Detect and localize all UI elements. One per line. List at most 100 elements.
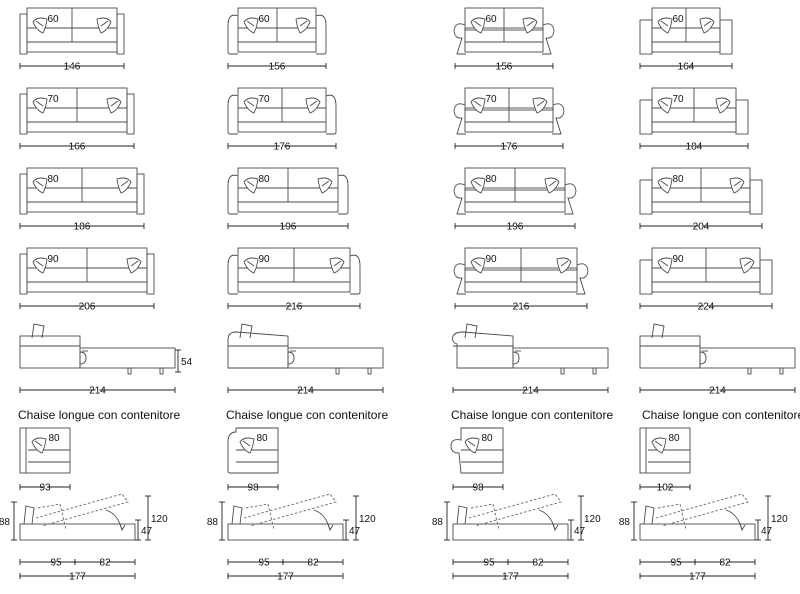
cushion-icon [239, 437, 255, 454]
height-closed-dim: 88 [432, 517, 444, 528]
height-closed-dim: 88 [0, 517, 10, 528]
sofa-row-3: 80 186 [19, 167, 145, 233]
chaise-caption-2: Chaise longue con contenitore [226, 408, 389, 422]
sofa-row-2: 70 176 [453, 87, 565, 153]
cushion-icon [657, 257, 673, 274]
width-dim: 164 [678, 62, 695, 73]
chaise-width-dim: 98 [247, 483, 259, 494]
bed-length-dim: 214 [709, 386, 726, 397]
total-depth-dim: 177 [502, 572, 519, 583]
bed-length-dim: 214 [89, 386, 106, 397]
seat-label: 80 [47, 174, 59, 185]
seat-label: 70 [47, 94, 59, 105]
cushion-icon [556, 257, 572, 274]
width-dim: 166 [69, 142, 86, 153]
cushion-icon [317, 177, 333, 194]
cushion-icon [243, 177, 259, 194]
sofa-bed-side-view: 214 [227, 323, 384, 397]
cushion-icon [470, 257, 486, 274]
total-depth-dim: 177 [277, 572, 294, 583]
width-dim: 196 [280, 222, 297, 233]
seat-label: 60 [258, 14, 270, 25]
cushion-icon [106, 97, 122, 114]
seat-depth-dim: 95 [258, 558, 270, 569]
cushion-icon [126, 257, 142, 274]
width-dim: 156 [269, 62, 286, 73]
sofa-row-1: 60 156 [227, 7, 327, 73]
cushion-icon [305, 97, 321, 114]
height-open-dim: 120 [584, 514, 601, 525]
bed-length-dim: 214 [297, 386, 314, 397]
cushion-icon [715, 97, 731, 114]
cushion-icon [32, 177, 48, 194]
sofa-row-2: 70 166 [19, 87, 135, 153]
width-dim: 204 [693, 222, 710, 233]
height-open-dim: 120 [359, 514, 376, 525]
cushion-icon [96, 17, 112, 34]
chaise-top-view: 80 102 [639, 427, 691, 494]
cushion-icon [651, 437, 667, 454]
height-closed-dim: 88 [619, 517, 631, 528]
chaise-seat-label: 80 [668, 433, 680, 444]
seat-label: 90 [258, 254, 270, 265]
seat-label: 90 [672, 254, 684, 265]
cushion-icon [464, 437, 480, 454]
cushion-icon [699, 17, 715, 34]
cushion-icon [657, 177, 673, 194]
chaise-seat-label: 80 [481, 433, 493, 444]
width-dim: 186 [74, 222, 91, 233]
cushion-icon [295, 17, 311, 34]
ext-depth-dim: 82 [719, 558, 731, 569]
cushion-icon [522, 17, 538, 34]
cushion-icon [657, 17, 673, 34]
height-closed-dim: 88 [207, 517, 219, 528]
total-depth-dim: 177 [689, 572, 706, 583]
chaise-width-dim: 93 [39, 483, 51, 494]
height-open-dim: 120 [771, 514, 788, 525]
seat-label: 70 [672, 94, 684, 105]
cushion-icon [243, 257, 259, 274]
sofa-bed-side-view: 214 [452, 323, 609, 397]
sofa-row-1: 60 146 [19, 7, 125, 73]
seat-height-dim: 47 [761, 526, 773, 537]
cushion-icon [116, 177, 132, 194]
seat-label: 60 [485, 14, 497, 25]
sofa-bed-side-view: 214 [639, 323, 796, 397]
seat-depth-dim: 95 [50, 558, 62, 569]
ext-depth-dim: 82 [307, 558, 319, 569]
bed-length-dim: 214 [522, 386, 539, 397]
cushion-icon [32, 17, 48, 34]
chaise-width-dim: 102 [657, 483, 674, 494]
chaise-width-dim: 98 [472, 483, 484, 494]
width-dim: 206 [79, 302, 96, 313]
chaise-top-view: 80 98 [450, 427, 504, 494]
seat-label: 60 [47, 14, 59, 25]
cushion-icon [657, 97, 673, 114]
seat-label: 70 [485, 94, 497, 105]
cushion-icon [329, 257, 345, 274]
width-dim: 146 [64, 62, 81, 73]
cushion-icon [544, 177, 560, 194]
width-dim: 196 [507, 222, 524, 233]
width-dim: 156 [496, 62, 513, 73]
width-dim: 176 [501, 142, 518, 153]
cushion-icon [729, 177, 745, 194]
cushion-icon [739, 257, 755, 274]
seat-label: 80 [485, 174, 497, 185]
chaise-caption-1: Chaise longue con contenitore [18, 408, 181, 422]
